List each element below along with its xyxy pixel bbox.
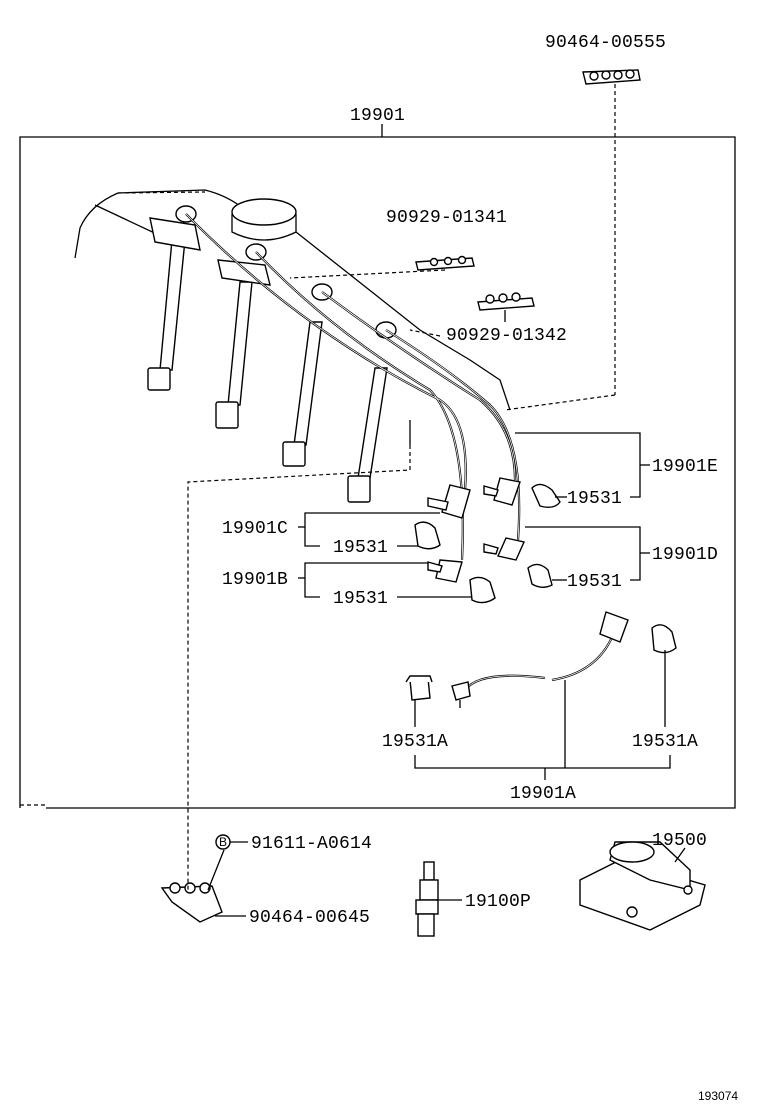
label-clamp-b: 90929-01342 (446, 326, 567, 346)
label-clamp-top: 90464-00555 (545, 33, 666, 53)
label-coil: 19500 (652, 831, 707, 851)
plug-boots (149, 205, 397, 339)
label-cord-b: 19901B (222, 570, 288, 590)
label-cord-c: 19901C (222, 519, 288, 539)
ignition-coil-drawing (579, 841, 706, 931)
label-clamp-bottom: 90464-00645 (249, 908, 370, 928)
figure-number: 193074 (698, 1089, 738, 1103)
spark-plug-drawing (415, 861, 439, 937)
clamps (160, 69, 641, 923)
engine-head-outline (74, 189, 511, 445)
wire-bundle (185, 213, 521, 561)
label-wire-set: 19901 (350, 106, 405, 126)
label-cord-d: 19901D (652, 545, 718, 565)
bolt-marker-letter: B (219, 835, 227, 849)
bolt-marker: B (215, 834, 231, 850)
wire-set-frame (19, 124, 736, 809)
label-clamp-a: 90929-01341 (386, 208, 507, 228)
wire-terminals (427, 477, 525, 583)
label-boot-a-right: 19531A (632, 732, 698, 752)
label-cord-a: 19901A (510, 784, 576, 804)
label-spark-plug: 19100P (465, 892, 531, 912)
label-boot-c: 19531 (333, 538, 388, 558)
label-bolt: 91611-A0614 (251, 834, 372, 854)
loose-boots (414, 483, 561, 604)
label-boot-b: 19531 (333, 589, 388, 609)
label-cord-e: 19901E (652, 457, 718, 477)
cord-19901a (405, 611, 677, 708)
part-labels: 90464-00555 19901 90929-01341 90929-0134… (222, 33, 738, 1103)
leader-lines (187, 84, 686, 917)
label-boot-d: 19531 (567, 572, 622, 592)
label-boot-e: 19531 (567, 489, 622, 509)
label-boot-a-left: 19531A (382, 732, 448, 752)
